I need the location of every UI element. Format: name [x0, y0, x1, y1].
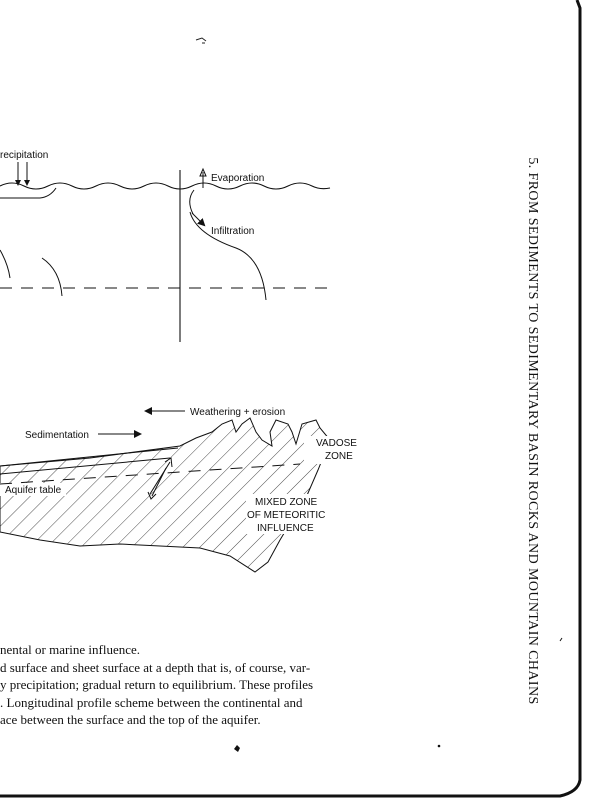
- saturation-profile-left-lower: [42, 258, 62, 296]
- precipitation-label: recipitation: [0, 150, 48, 161]
- caption-line: . Longitudinal profile scheme between th…: [0, 694, 372, 712]
- caption-line: d surface and sheet surface at a depth t…: [0, 659, 372, 677]
- sedimentation-label: Sedimentation: [25, 430, 89, 441]
- running-header: 5. FROM SEDIMENTS TO SEDIMENTARY BASIN R…: [524, 157, 540, 704]
- infiltration-arrow: [192, 213, 204, 225]
- caption-line: nental or marine influence.: [0, 641, 372, 659]
- evaporation-label: Evaporation: [211, 173, 264, 184]
- infiltration-label: Infiltration: [211, 226, 254, 237]
- infiltration-profile: [190, 190, 266, 300]
- vadose-label-1: VADOSE: [316, 438, 357, 449]
- vadose-label-2: ZONE: [325, 451, 353, 462]
- stray-mark: [234, 745, 240, 752]
- stray-mark: [438, 745, 441, 748]
- ground-surface: [0, 183, 330, 189]
- profile-diagram-bottom: Weathering + erosion Sedimentation VADOS…: [0, 407, 360, 572]
- caption-line: ace between the surface and the top of t…: [0, 711, 372, 729]
- saturation-profile-left: [0, 250, 10, 278]
- mixed-zone-label-2: OF METEORITIC: [247, 510, 325, 521]
- mixed-zone-label-3: INFLUENCE: [257, 523, 314, 534]
- weathering-label: Weathering + erosion: [190, 407, 285, 418]
- stray-mark: [196, 38, 206, 43]
- aquifer-table-label: Aquifer table: [5, 485, 62, 496]
- mixed-zone-label-1: MIXED ZONE: [255, 497, 318, 508]
- stray-mark: [560, 638, 562, 641]
- profile-diagram-top: recipitation Evaporation Infiltration: [0, 150, 330, 342]
- figure-caption: nental or marine influence. d surface an…: [0, 641, 372, 729]
- caption-line: y precipitation; gradual return to equil…: [0, 676, 372, 694]
